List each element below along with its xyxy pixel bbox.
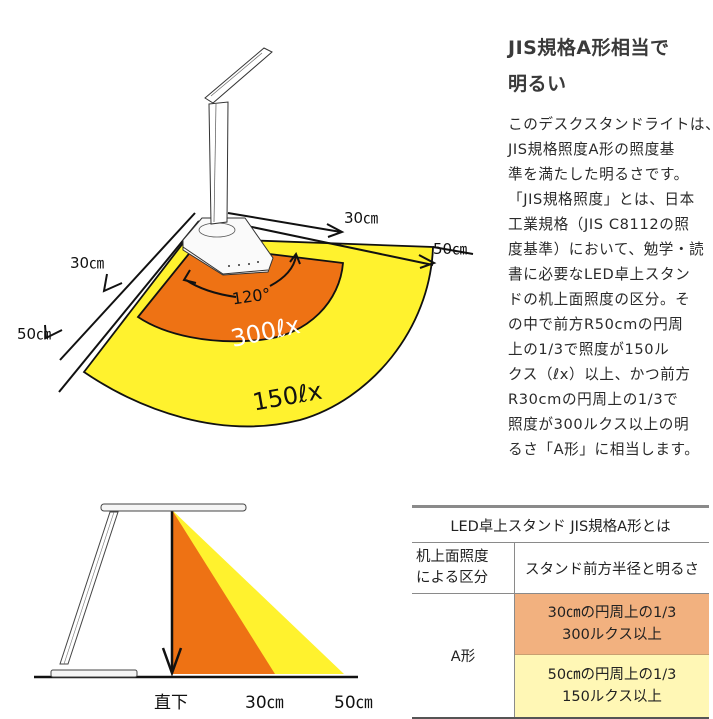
text-line: 度基準）において、勉学・読 [508,241,705,258]
row-150-line-1: 50㎝の円周上の1/3 [547,667,677,683]
text-line: 工業規格（JIS C8112の照 [508,216,690,233]
lamp-head [204,47,273,104]
header-radius-brightness: スタンド前方半径と明るさ [514,542,709,594]
text-line: JIS規格照度A形の照度基 [508,141,675,158]
lamp-pole [208,101,229,225]
text-line: るさ「A形」に相当します。 [508,441,700,458]
label-left-30cm: 30㎝ [70,254,104,272]
label-30cm: 30㎝ [245,693,284,713]
heading-line-2: 明るい [508,73,567,95]
header-left-line-1: 机上面照度 [416,549,489,565]
label-right-30cm: 30㎝ [344,209,378,227]
label-left-50cm: 50㎝ [17,325,51,343]
label-directly-below: 直下 [154,693,188,713]
header-classification: 机上面照度 による区分 [412,542,515,594]
beam-300lx [172,510,275,674]
class-a-cell: A形 [412,593,515,719]
row-150lx: 50㎝の円周上の1/3 150ルクス以上 [514,654,709,719]
text-line: 照度が300ルクス以上の明 [508,416,690,433]
text-line: クス（ℓx）以上、かつ前方 [508,366,691,383]
illuminance-zone-diagram: 120° 300ℓx 150ℓx 30㎝ 50㎝ 30㎝ 50㎝ [17,47,474,428]
lamp-head-side [100,503,247,512]
table-title: LED卓上スタンド JIS規格A形とは [412,505,709,543]
header-left-line-2: による区分 [416,570,489,586]
lamp-base-side [50,669,138,678]
text-line: R30cmの円周上の1/3で [508,391,679,408]
side-view-diagram: 直下 30㎝ 50㎝ [34,503,373,713]
section-heading: JIS規格A形相当で 明るい [508,30,708,102]
row-300-line-2: 300ルクス以上 [562,627,662,643]
text-line: 上の1/3で照度が150ル [508,341,670,358]
text-line: の中で前方R50cmの円周 [508,316,684,333]
label-50cm: 50㎝ [334,693,373,713]
row-150-line-2: 150ルクス以上 [562,689,662,705]
row-300-line-1: 30㎝の円周上の1/3 [547,605,677,621]
text-line: 「JIS規格照度」とは、日本 [508,191,695,208]
row-300lx: 30㎝の円周上の1/3 300ルクス以上 [514,593,709,655]
text-line: 準を満たした明るさです。 [508,166,689,183]
lamp-base [182,217,274,276]
description-text: このデスクスタンドライトは、 JIS規格照度A形の照度基 準を満たした明るさです… [508,112,713,462]
text-line: このデスクスタンドライトは、 [508,116,713,133]
jis-spec-table: LED卓上スタンド JIS規格A形とは 机上面照度 による区分 スタンド前方半径… [412,505,709,719]
heading-line-1: JIS規格A形相当で [508,37,670,59]
text-line: ドの机上面照度の区分。そ [508,291,691,308]
text-line: 書に必要なLED卓上スタン [508,266,691,283]
label-right-50cm: 50㎝ [433,240,467,258]
